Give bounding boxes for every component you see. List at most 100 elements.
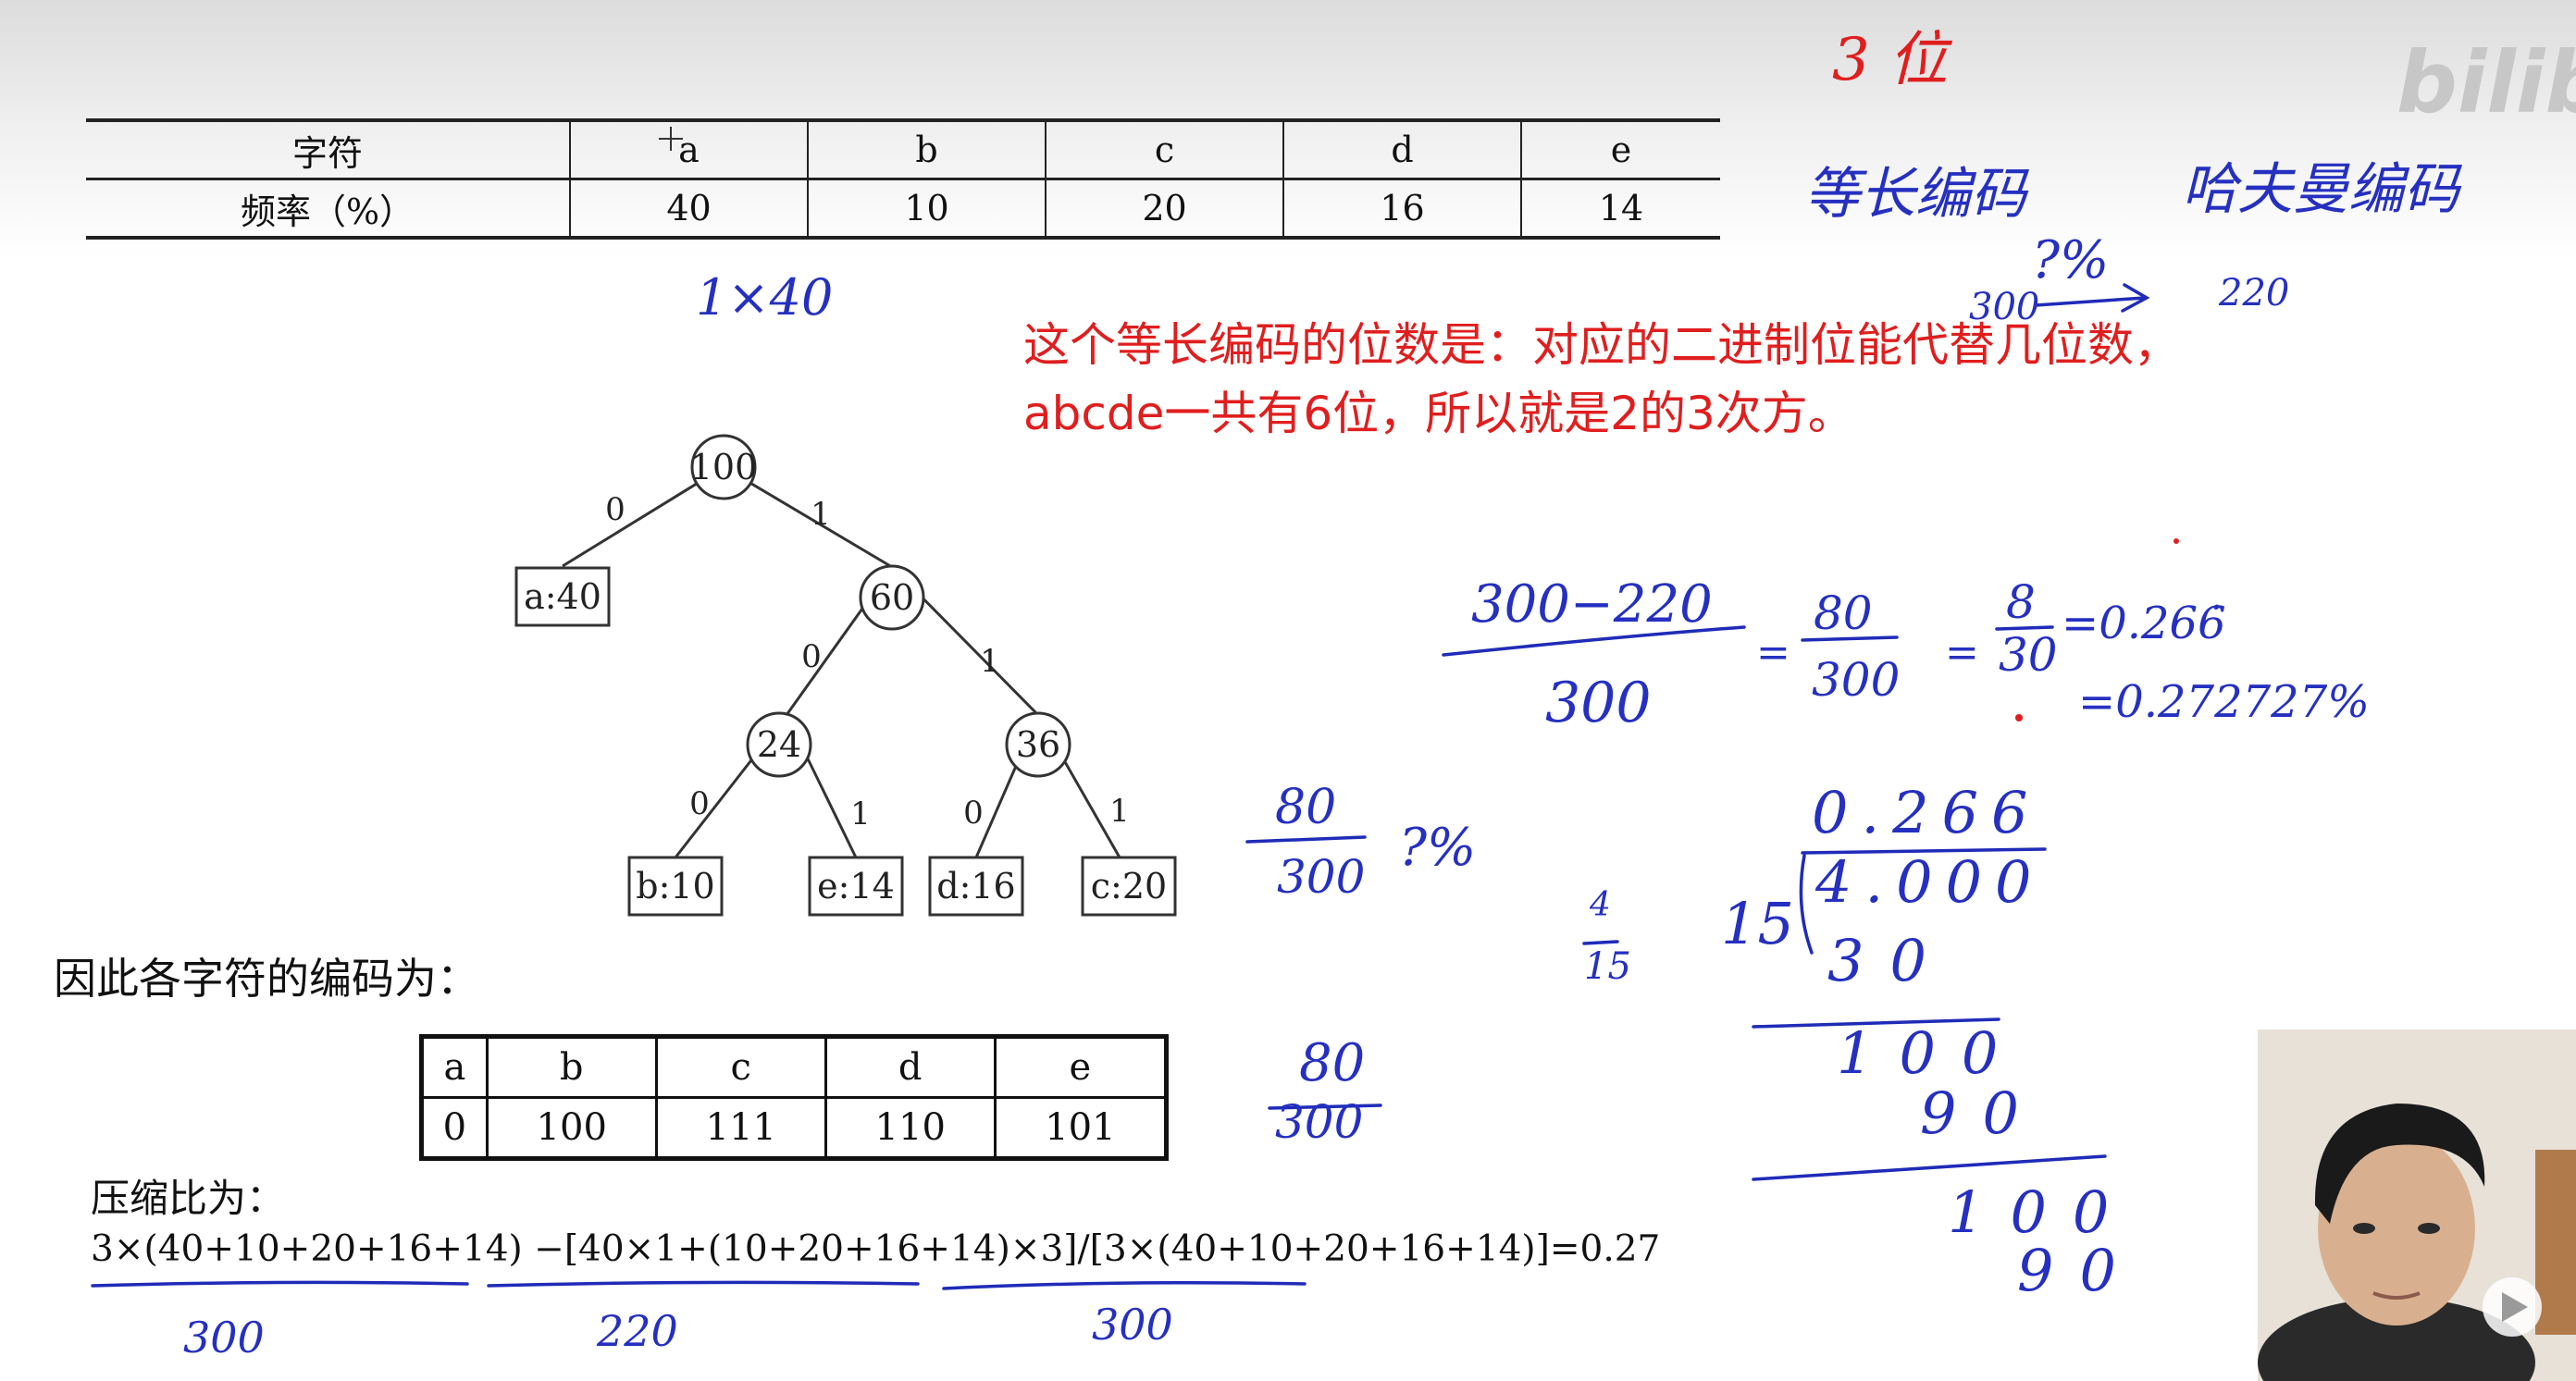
- edge-label-root-0: 0: [605, 491, 625, 528]
- hw-under-2: 220: [596, 1306, 678, 1356]
- tree-leaf-e: [808, 856, 904, 917]
- hw-left-frac-bottom: 300: [1277, 850, 1365, 904]
- hw-fixed-length: 等长编码: [1804, 162, 2030, 227]
- tree-leaf-d-label: d:16: [936, 866, 1015, 906]
- compression-formula: 3×(40+10+20+16+14) −[40×1+(10+20+16+14)×…: [91, 1228, 1661, 1270]
- freq-header-d: d: [1282, 120, 1521, 180]
- hw-div-row4: 100: [1948, 1178, 2135, 1246]
- hw-1x40: 1×40: [696, 268, 833, 327]
- tree-leaf-d: [928, 856, 1024, 917]
- red-note-line2: abcde一共有6位，所以就是2的3次方。: [1023, 387, 1854, 440]
- red-dot-2: [2174, 538, 2179, 544]
- code-header-d: d: [824, 1035, 997, 1099]
- code-value-d: 110: [824, 1096, 997, 1160]
- codes-table-values: 0 100 111 110 101: [420, 1096, 1169, 1160]
- freq-header-c: c: [1045, 120, 1283, 180]
- encoding-heading: 因此各字符的编码为：: [54, 954, 479, 1004]
- frequency-table-values: 频率（%） 40 10 20 16 14: [86, 179, 1720, 238]
- frac-bar-left2: [1268, 1104, 1382, 1110]
- hw-huffman: 哈夫曼编码: [2182, 157, 2463, 222]
- code-value-c: 111: [654, 1096, 827, 1160]
- edge-label-root-1: 1: [811, 496, 831, 533]
- hw-div-row2: 100: [1837, 1019, 2024, 1087]
- hw-eq-sign-2: =: [1945, 629, 1979, 676]
- code-header-b: b: [485, 1035, 658, 1099]
- huffman-tree: 100 60 24 36 a:40 b:10 e:14 d:16 c:20 0 …: [514, 434, 1177, 917]
- code-header-e: e: [993, 1035, 1169, 1099]
- hw-frac-top: 300−220: [1471, 574, 1713, 635]
- tree-leaf-b: [627, 856, 724, 917]
- hw-frac-bottom: 300: [1545, 671, 1652, 735]
- code-value-b: 100: [485, 1096, 658, 1160]
- division-line-2: [1752, 1154, 2107, 1181]
- freq-row-label: 频率（%）: [240, 191, 415, 232]
- tree-leaf-a-label: a:40: [524, 576, 601, 617]
- tree-leaf-a: [514, 566, 611, 627]
- tree-leaf-e-label: e:14: [817, 866, 895, 906]
- hw-eq-sign-1: =: [1756, 629, 1790, 676]
- tree-node-36: [1005, 711, 1071, 778]
- hw-left2-frac-top: 80: [1299, 1033, 1365, 1093]
- division-top-bar: [1801, 847, 2047, 855]
- underline-2: [487, 1280, 920, 1288]
- hw-div-row3: 90: [1920, 1079, 2045, 1147]
- hw-220: 220: [2218, 272, 2289, 314]
- tree-leaf-c-label: c:20: [1091, 866, 1167, 906]
- edge-label-24-1: 1: [850, 795, 871, 832]
- freq-value-d: 16: [1282, 179, 1521, 238]
- edge-label-24-0: 0: [689, 785, 710, 822]
- frequency-table-header: 字符 a b c d e: [86, 120, 1720, 180]
- tree-node-root: [690, 434, 757, 500]
- red-note: 这个等长编码的位数是：对应的二进制位能代替几位数， abcde一共有6位，所以就…: [1023, 311, 2180, 448]
- hw-eq2-bottom: 30: [1999, 628, 2058, 682]
- hw-four: 4: [1589, 886, 1611, 924]
- code-header-a: a: [420, 1035, 489, 1099]
- red-dot-1: [2015, 714, 2023, 721]
- edge-label-36-1: 1: [1109, 793, 1130, 830]
- frequency-table: 字符 a b c d e 频率（%） 40 10 20 16 14: [86, 118, 1720, 240]
- tree-node-60-label: 60: [870, 577, 914, 618]
- frac-bar-4-15: [1582, 940, 1619, 945]
- tree-leaf-b-label: b:10: [636, 866, 714, 906]
- hw-result-1: =0.266̇: [2062, 598, 2226, 649]
- hw-under-1: 300: [183, 1313, 265, 1363]
- hw-three: 3 位: [1832, 26, 1953, 94]
- tree-node-24: [746, 711, 812, 778]
- codes-table: a b c d e 0 100 111 110 101: [419, 1034, 1169, 1161]
- freq-header-a: a: [569, 120, 808, 180]
- tree-node-root-label: 100: [690, 447, 758, 487]
- webcam-overlay: [2258, 1030, 2576, 1381]
- hw-under-3: 300: [1092, 1300, 1173, 1350]
- hw-left2-frac-bottom: 300: [1275, 1095, 1363, 1149]
- freq-value-a: 40: [569, 179, 808, 238]
- arrow-line: [2034, 296, 2147, 307]
- hw-div-divisor: 15: [1721, 890, 1794, 957]
- codes-table-header: a b c d e: [420, 1035, 1169, 1099]
- arrow-head: [2121, 283, 2150, 313]
- hw-eq2-top: 8: [2006, 575, 2036, 629]
- code-value-a: 0: [420, 1096, 489, 1160]
- freq-value-c: 20: [1045, 179, 1283, 238]
- freq-header-char: 字符: [86, 120, 570, 180]
- division-line-1: [1752, 1017, 2000, 1029]
- code-value-e: 101: [993, 1096, 1169, 1160]
- freq-header-b: b: [807, 120, 1046, 180]
- frac-bar-3: [1995, 625, 2054, 631]
- hw-div-row5: 90: [2017, 1237, 2142, 1304]
- tree-node-24-label: 24: [757, 724, 801, 765]
- hw-percent: ?%: [2032, 230, 2109, 290]
- tree-leaf-c: [1081, 856, 1177, 917]
- bilibili-logo: bilibili: [2396, 33, 2576, 132]
- hw-eq1-top: 80: [1814, 586, 1873, 640]
- hw-left-frac-top: 80: [1275, 780, 1336, 835]
- division-bracket: [1799, 854, 1814, 955]
- underline-3: [942, 1281, 1307, 1290]
- code-header-c: c: [654, 1035, 827, 1099]
- freq-value-b: 10: [807, 179, 1046, 238]
- edge-label-60-0: 0: [801, 638, 822, 675]
- red-note-line1: 这个等长编码的位数是：对应的二进制位能代替几位数，: [1023, 318, 2180, 372]
- hw-result-2: =0.272727%: [2078, 676, 2370, 728]
- hw-300: 300: [1969, 286, 2039, 328]
- frac-bar-2: [1801, 635, 1899, 642]
